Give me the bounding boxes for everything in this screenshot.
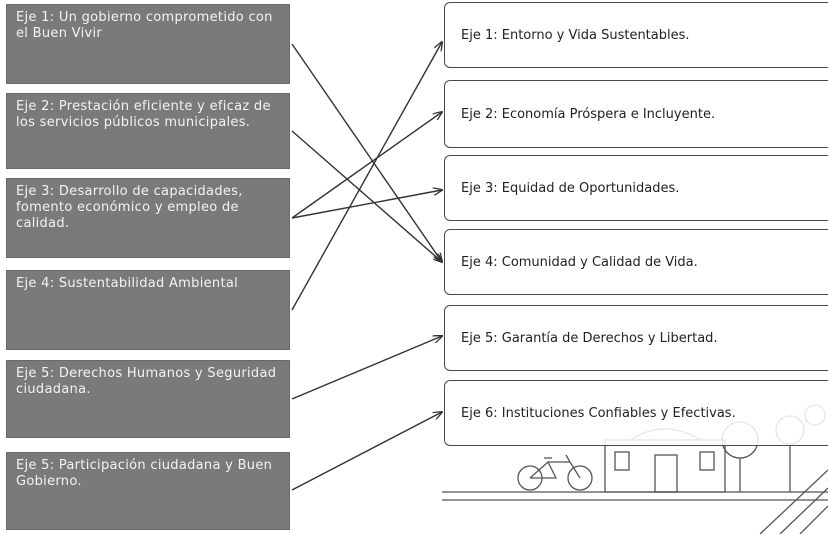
right-axis-5-label: Eje 5: Garantía de Derechos y Libertad.: [461, 330, 718, 346]
arrow-left1-to-right4: [291, 43, 442, 262]
right-axis-6: Eje 6: Instituciones Confiables y Efecti…: [444, 380, 828, 446]
left-axis-5-label: Eje 5: Derechos Humanos y Seguridad ciud…: [16, 366, 277, 397]
left-axis-3-label: Eje 3: Desarrollo de capacidades, foment…: [16, 184, 243, 231]
right-axis-1: Eje 1: Entorno y Vida Sustentables.: [444, 2, 828, 68]
right-axis-3-label: Eje 3: Equidad de Oportunidades.: [461, 180, 680, 196]
arrow-left2-to-right4: [291, 130, 442, 262]
arrow-left4-to-right1: [291, 42, 442, 311]
left-axis-4-label: Eje 4: Sustentabilidad Ambiental: [16, 276, 239, 291]
right-axis-4: Eje 4: Comunidad y Calidad de Vida.: [444, 229, 828, 295]
right-axis-1-label: Eje 1: Entorno y Vida Sustentables.: [461, 27, 690, 43]
left-axis-2-label: Eje 2: Prestación eficiente y eficaz de …: [16, 99, 271, 130]
right-axis-2: Eje 2: Economía Próspera e Incluyente.: [444, 80, 828, 148]
right-axis-3: Eje 3: Equidad de Oportunidades.: [444, 155, 828, 221]
right-axis-2-label: Eje 2: Economía Próspera e Incluyente.: [461, 106, 716, 122]
right-axis-5: Eje 5: Garantía de Derechos y Libertad.: [444, 305, 828, 371]
left-axis-1-label: Eje 1: Un gobierno comprometido con el B…: [16, 10, 273, 41]
right-axis-4-label: Eje 4: Comunidad y Calidad de Vida.: [461, 254, 698, 270]
right-axis-6-label: Eje 6: Instituciones Confiables y Efecti…: [461, 405, 736, 421]
left-axis-2: Eje 2: Prestación eficiente y eficaz de …: [6, 93, 290, 169]
arrow-left6-to-right6: [291, 412, 442, 491]
arrow-left3-to-right3: [291, 190, 442, 219]
left-axis-5: Eje 5: Derechos Humanos y Seguridad ciud…: [6, 360, 290, 438]
left-axis-6: Eje 5: Participación ciudadana y Buen Go…: [6, 452, 290, 530]
left-axis-3: Eje 3: Desarrollo de capacidades, foment…: [6, 178, 290, 258]
arrow-left3-to-right2: [291, 112, 442, 219]
left-axis-6-label: Eje 5: Participación ciudadana y Buen Go…: [16, 458, 273, 489]
left-axis-4: Eje 4: Sustentabilidad Ambiental: [6, 270, 290, 350]
arrow-left5-to-right5: [291, 336, 442, 400]
left-axis-1: Eje 1: Un gobierno comprometido con el B…: [6, 4, 290, 84]
